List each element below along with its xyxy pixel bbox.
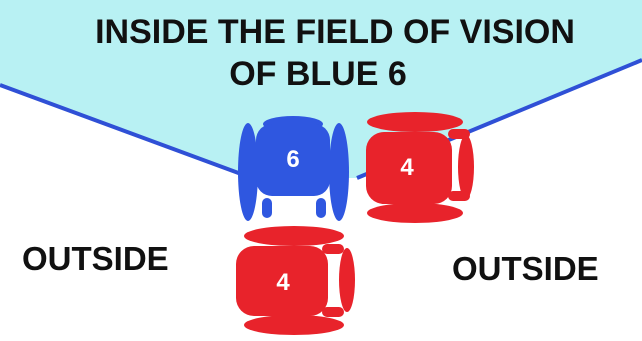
outside-label-left: OUTSIDE [22,240,169,277]
red-bottom-top-wheel [244,226,344,246]
red-right-bumper [458,135,474,199]
red-bottom-bumper [339,248,355,312]
blue-player-number: 6 [286,146,299,173]
red-right-caster-top [448,129,470,139]
red-wheelchair-4-bottom: 4 [236,226,355,335]
outside-label-right: OUTSIDE [452,250,599,287]
red-bottom-caster-top [322,244,344,254]
red-bottom-player-number: 4 [276,269,290,296]
title-line-1: INSIDE THE FIELD OF VISION [95,13,575,51]
title-line-2: OF BLUE 6 [229,55,407,93]
blue-left-wheel [238,123,258,221]
red-right-caster-bottom [448,191,470,201]
blue-caster-right [316,198,326,218]
red-right-player-number: 4 [400,154,414,181]
blue-right-wheel [329,123,349,221]
red-right-bottom-wheel [367,203,463,223]
red-right-top-wheel [367,112,463,132]
blue-caster-left [262,198,272,218]
red-bottom-bottom-wheel [244,315,344,335]
red-bottom-caster-bottom [322,307,344,317]
